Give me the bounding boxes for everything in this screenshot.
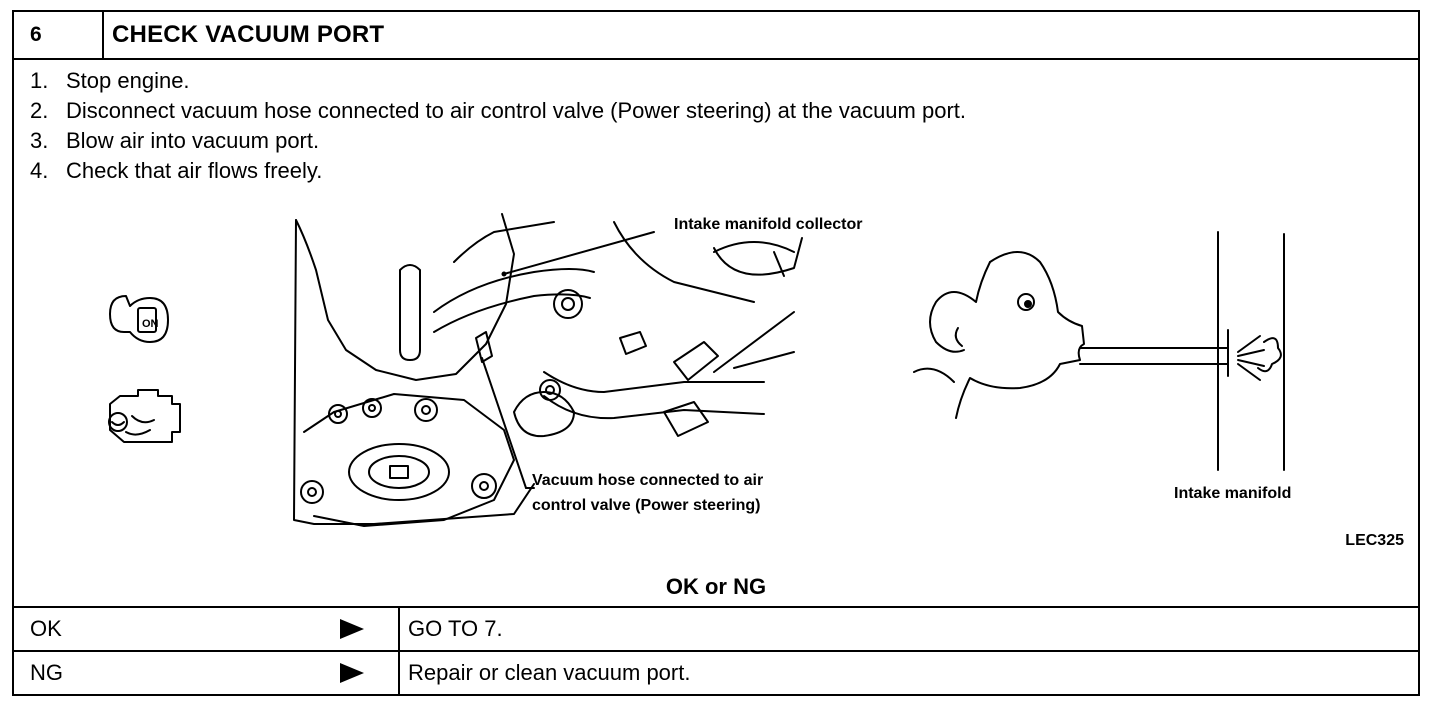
diagnostic-procedure-table: 6 CHECK VACUUM PORT 1.Stop engine. 2.Dis… — [12, 10, 1420, 696]
ignition-key-on-icon: ON — [109, 295, 169, 343]
instruction-step: 1.Stop engine. — [30, 68, 190, 93]
instruction-list: 1.Stop engine. 2.Disconnect vacuum hose … — [30, 66, 966, 186]
result-prompt: OK or NG — [665, 574, 767, 599]
arrow-right-icon — [340, 619, 364, 639]
label-intake-manifold: Intake manifold — [1174, 485, 1292, 502]
arrow-right-icon — [340, 663, 364, 683]
result-condition: OK — [30, 616, 62, 641]
label-vacuum-hose-line-1: Vacuum hose connected to air — [532, 472, 764, 489]
engine-bay-drawing — [293, 213, 803, 527]
step-title: CHECK VACUUM PORT — [112, 21, 385, 48]
step-header: 6 CHECK VACUUM PORT — [14, 12, 1418, 60]
instruction-step: 3.Blow air into vacuum port. — [30, 128, 320, 153]
figure-code: LEC325 — [1345, 532, 1404, 549]
label-intake-manifold-collector: Intake manifold collector — [674, 216, 863, 233]
illustration: ON — [108, 213, 1285, 527]
result-condition: NG — [30, 660, 63, 685]
result-row-ng: NG Repair or clean vacuum port. — [14, 650, 1418, 694]
result-action: Repair or clean vacuum port. — [408, 660, 691, 685]
svg-text:ON: ON — [142, 318, 159, 330]
label-vacuum-hose-line-2: control valve (Power steering) — [532, 497, 761, 514]
instruction-step: 4.Check that air flows freely. — [30, 158, 323, 183]
result-row-ok: OK GO TO 7. — [14, 606, 1418, 650]
blowing-air-drawing — [913, 231, 1285, 471]
instruction-step: 2.Disconnect vacuum hose connected to ai… — [30, 98, 967, 123]
engine-running-icon — [108, 389, 181, 443]
result-action: GO TO 7. — [408, 616, 503, 641]
step-number: 6 — [14, 12, 104, 58]
